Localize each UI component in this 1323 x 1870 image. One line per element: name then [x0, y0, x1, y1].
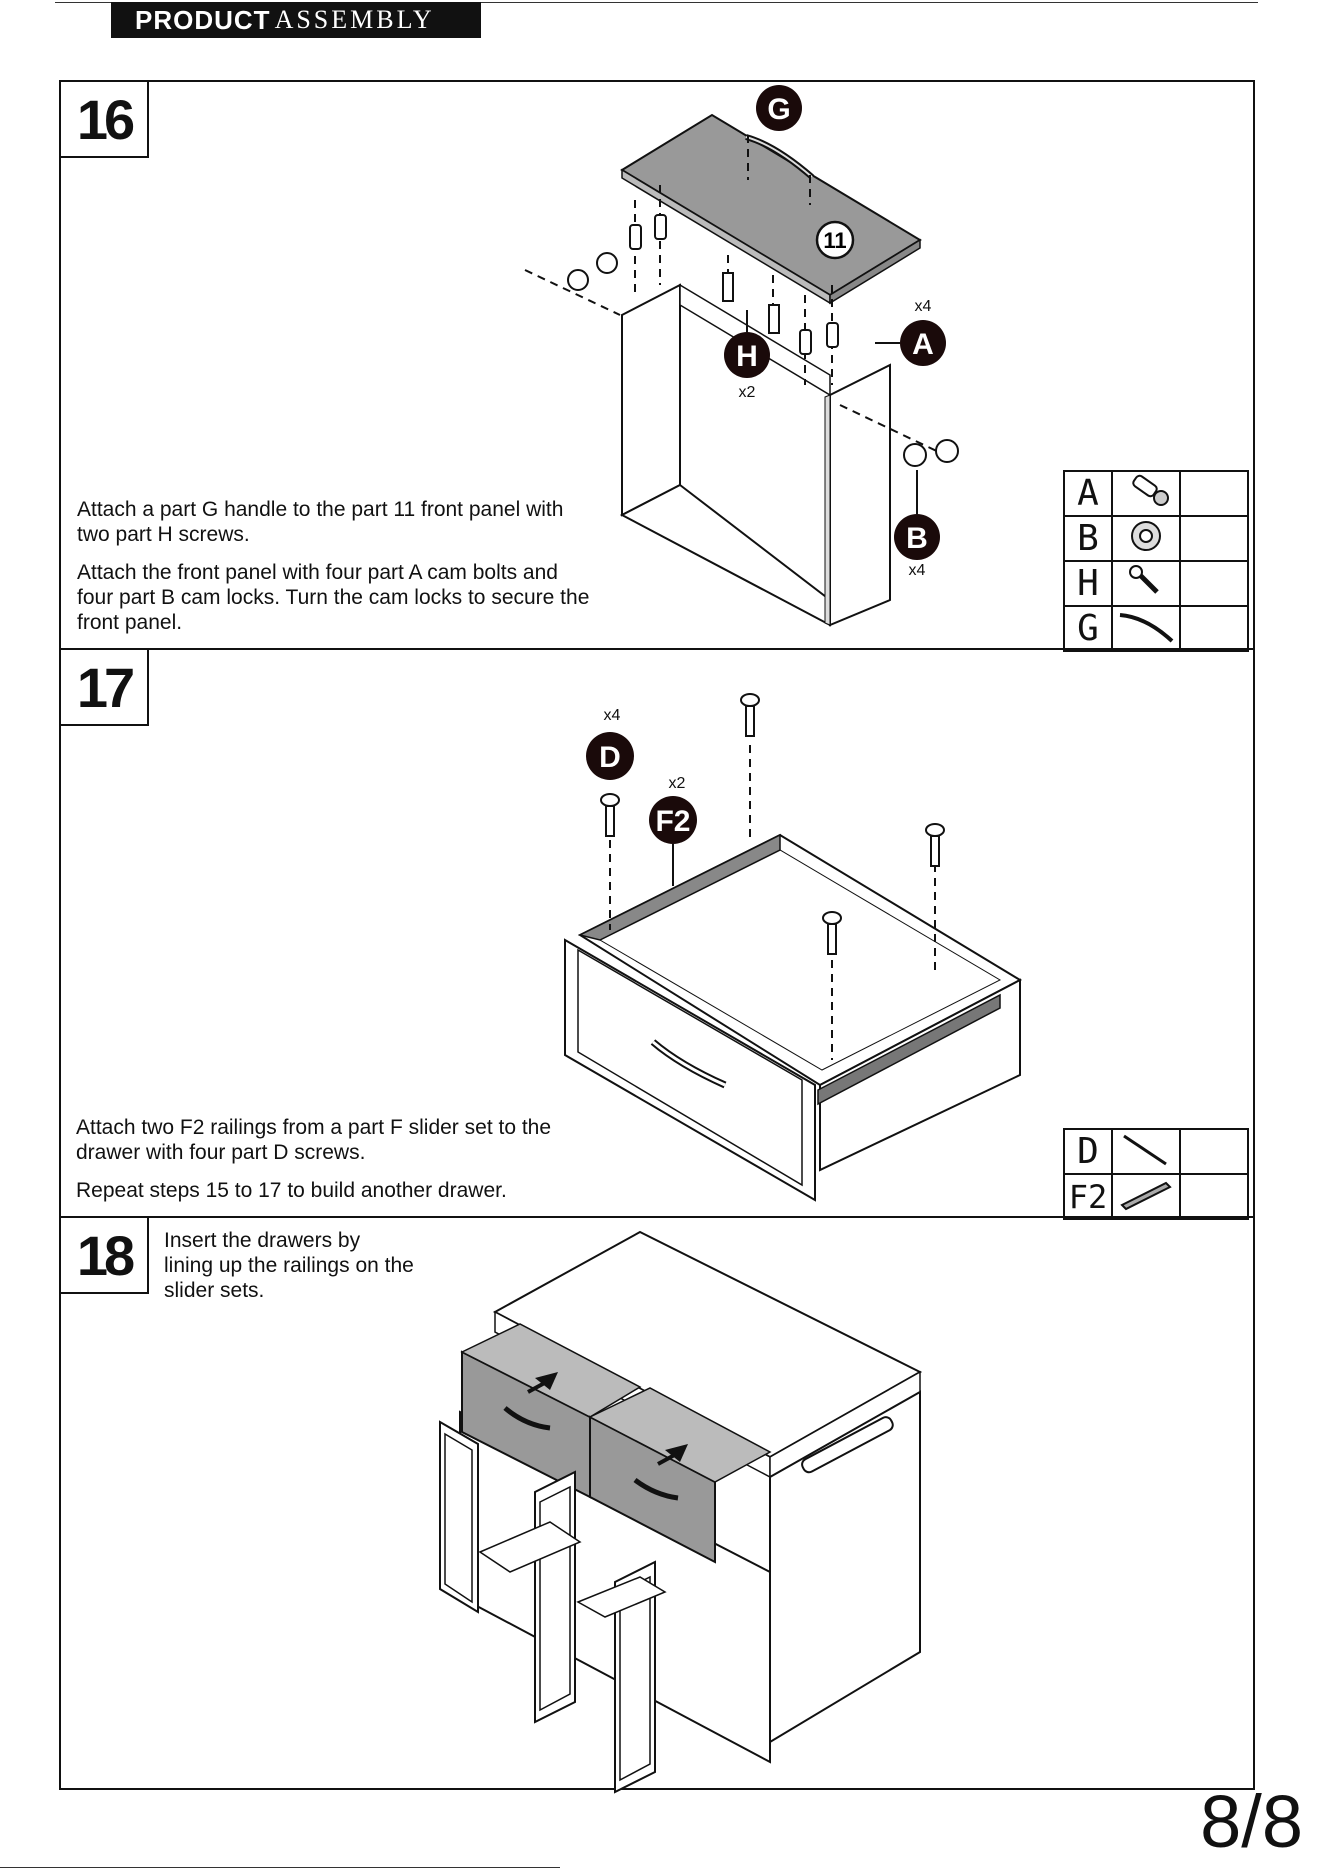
step-number-17: 17 — [59, 648, 149, 726]
callout-f2: F2 — [655, 805, 690, 838]
part-label-a: A — [1063, 470, 1113, 517]
long-screw-icon — [1123, 1134, 1167, 1166]
step-16-text-1: Attach a part G handle to the part 11 fr… — [77, 498, 564, 546]
callout-g: G — [767, 93, 790, 126]
parts-row-h: H — [1063, 560, 1249, 607]
cam-lock-icon — [1131, 521, 1161, 551]
header-title-bold: PRODUCT — [135, 4, 271, 35]
parts-row-g: G — [1063, 605, 1249, 652]
step-16-illustration: G 11 H x2 A x4 B x4 — [524, 85, 959, 627]
rail-icon — [1120, 1181, 1172, 1211]
part-label-d: D — [1063, 1128, 1113, 1175]
parts-row-d: D — [1063, 1128, 1249, 1175]
footer-rule — [0, 1867, 560, 1868]
part-label-f2: F2 — [1063, 1173, 1113, 1220]
step-17-parts-table: D F2 — [1063, 1128, 1249, 1220]
step-17-illustration: x4 D x2 F2 — [564, 693, 1023, 1202]
callout-b: B — [906, 522, 928, 555]
screw-icon — [1129, 565, 1159, 594]
qty-d: x4 — [604, 707, 621, 724]
handle-icon — [1119, 613, 1174, 643]
step-16-instructions: Attach a part G handle to the part 11 fr… — [77, 497, 597, 648]
qty-h: x2 — [739, 384, 756, 401]
step-16-text-2: Attach the front panel with four part A … — [77, 561, 590, 634]
page-number: 8/8 — [1200, 1780, 1303, 1863]
callout-d: D — [599, 741, 621, 774]
callout-h: H — [736, 340, 758, 373]
parts-row-b: B — [1063, 515, 1249, 562]
callout-panel-11: 11 — [823, 228, 846, 253]
callout-a: A — [912, 328, 934, 361]
step-17-instructions: Attach two F2 railings from a part F sli… — [76, 1115, 616, 1216]
header-rule — [55, 2, 1258, 3]
part-label-h: H — [1063, 560, 1113, 607]
step-17-text-2: Repeat steps 15 to 17 to build another d… — [76, 1179, 507, 1202]
step-number-18: 18 — [59, 1216, 149, 1294]
qty-f2: x2 — [669, 775, 686, 792]
step-18-illustration — [439, 1230, 923, 1794]
step-18-instructions: Insert the drawers by lining up the rail… — [164, 1228, 414, 1316]
part-label-b: B — [1063, 515, 1113, 562]
row-divider-16-17 — [59, 648, 1255, 650]
cam-bolt-icon — [1132, 474, 1169, 506]
qty-a: x4 — [915, 298, 932, 315]
step-18-text-1: Insert the drawers by lining up the rail… — [164, 1229, 414, 1302]
step-17-text-1: Attach two F2 railings from a part F sli… — [76, 1116, 552, 1164]
part-label-g: G — [1063, 605, 1113, 652]
row-divider-17-18 — [59, 1216, 1255, 1218]
parts-row-f2: F2 — [1063, 1173, 1249, 1220]
steps-frame — [59, 80, 1255, 1790]
parts-row-a: A — [1063, 470, 1249, 517]
step-16-parts-table: A B H G — [1063, 470, 1249, 652]
qty-b: x4 — [909, 562, 926, 579]
header-badge: PRODUCT ASSEMBLY — [111, 2, 481, 38]
header-title-rest: ASSEMBLY — [274, 5, 435, 34]
step-number-16: 16 — [59, 80, 149, 158]
